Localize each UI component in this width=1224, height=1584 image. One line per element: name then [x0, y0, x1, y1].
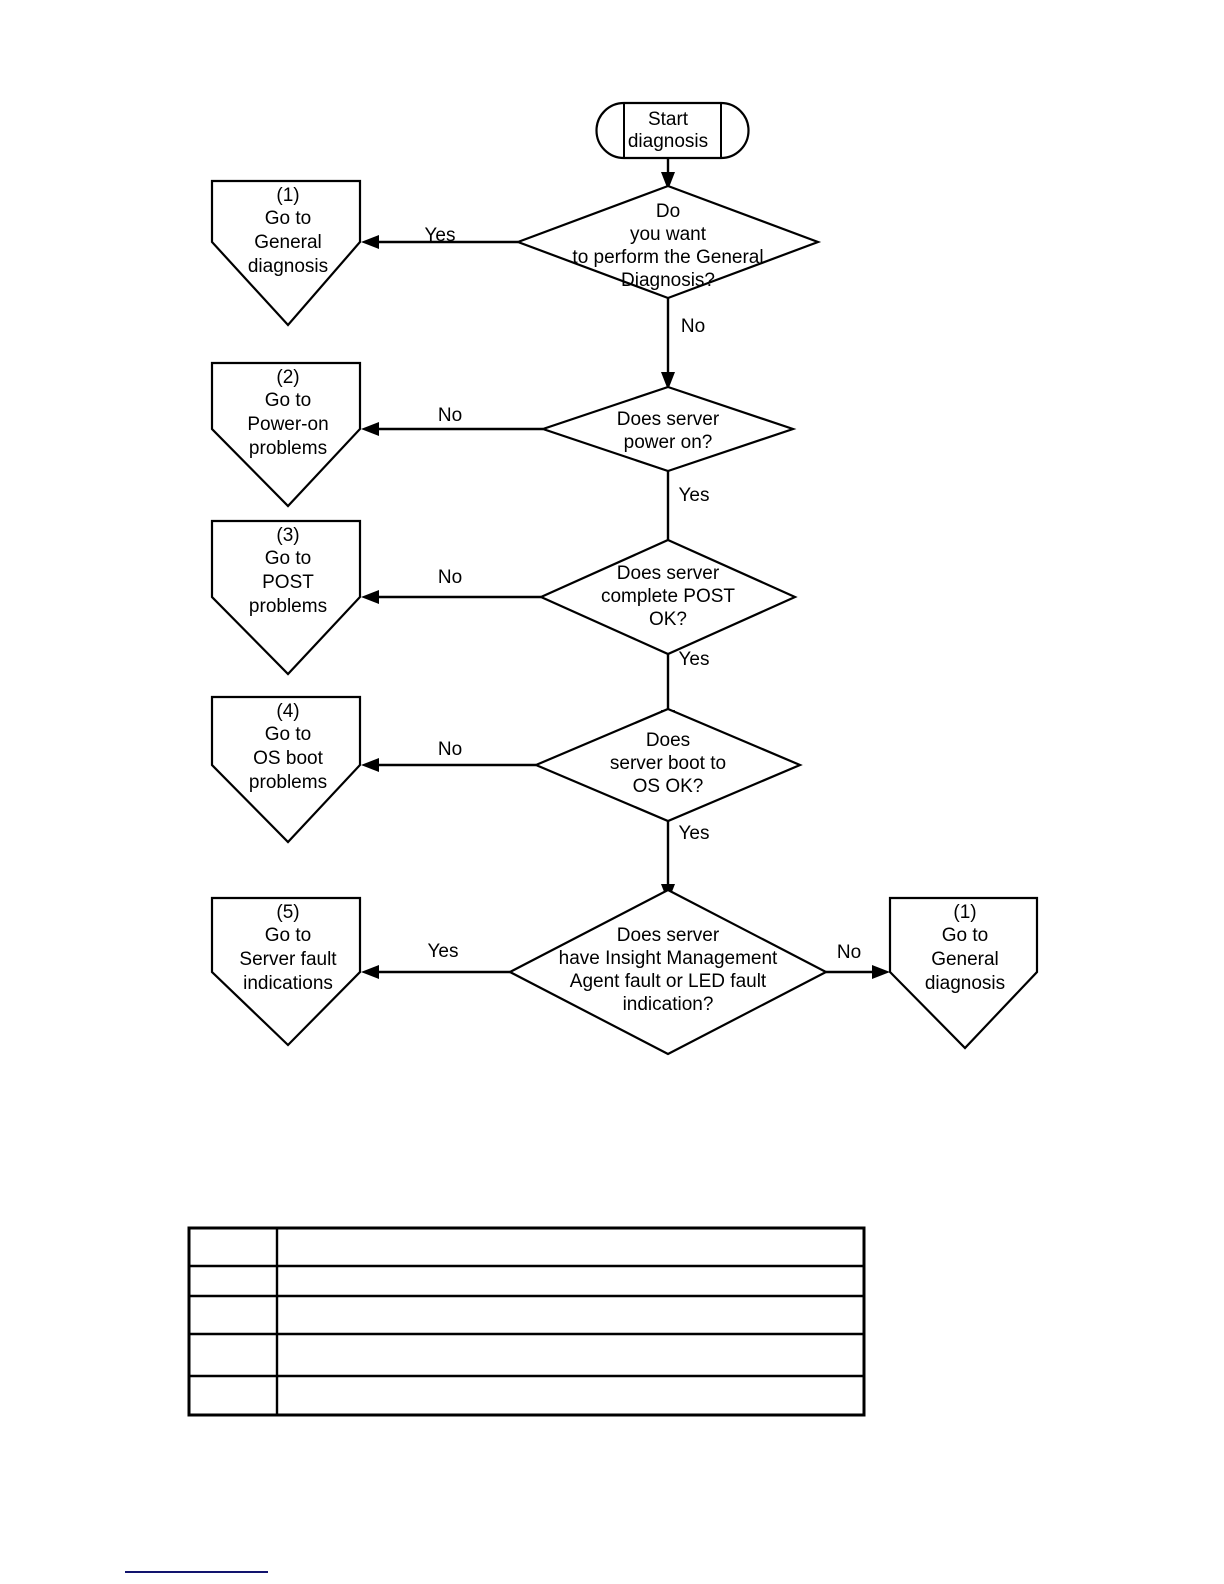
diamond-outline [507, 888, 829, 1056]
offpage-target-6[interactable]: (1) Go to General diagnosis [888, 896, 1039, 1050]
t2-line-2: Go to [265, 390, 311, 411]
edge-label-d4-yes: Yes [679, 823, 710, 844]
table-outer-border [187, 1226, 866, 1417]
decision-os-boot-ok[interactable]: Does server boot to OS OK? [533, 707, 803, 823]
decision-fault-indication[interactable]: Does server have Insight Management Agen… [507, 888, 829, 1056]
t3-line-4: problems [249, 596, 327, 617]
d3-line-2: complete POST [601, 586, 735, 607]
t5-line-1: (5) [276, 902, 299, 923]
edge-label-d3-no: No [438, 567, 462, 588]
edge-start-to-d1 [661, 158, 675, 190]
pentagon-outline [210, 179, 362, 327]
t2-line-3: Power-on [247, 414, 328, 435]
t4-line-2: Go to [265, 724, 311, 745]
t5-line-4: indications [243, 973, 333, 994]
offpage-target-4[interactable]: (4) Go to OS boot problems [210, 695, 362, 844]
edge-d5-no [826, 965, 890, 979]
edge-d5-yes [361, 965, 510, 979]
offpage-target-1[interactable]: (1) Go to General diagnosis [210, 179, 362, 327]
d3-line-3: OK? [649, 609, 687, 630]
decision-post-ok[interactable]: Does server complete POST OK? [538, 538, 798, 656]
legend-table[interactable] [187, 1226, 866, 1417]
t4-line-3: OS boot [253, 748, 323, 769]
edge-d1-no [661, 298, 675, 390]
d2-line-1: Does server [617, 409, 720, 430]
t1-line-4: diagnosis [248, 256, 328, 277]
pentagon-outline [210, 896, 362, 1047]
edge-d4-no [361, 758, 536, 772]
edge-label-d3-yes: Yes [679, 649, 710, 670]
d4-line-2: server boot to [610, 753, 726, 774]
d1-line-4: Diagnosis? [621, 270, 715, 291]
t1-line-1: (1) [276, 185, 299, 206]
t5-line-3: Server fault [239, 949, 337, 970]
t5-line-2: Go to [265, 925, 311, 946]
edge-label-d2-no: No [438, 405, 462, 426]
edge-label-d5-yes: Yes [428, 941, 459, 962]
footnote-separator-rule [125, 1571, 268, 1573]
pentagon-outline [210, 695, 362, 844]
d3-line-1: Does server [617, 563, 720, 584]
pentagon-outline [210, 361, 362, 508]
d1-line-3: to perform the General [572, 247, 763, 268]
edge-d1-yes [361, 235, 518, 249]
t1-line-2: Go to [265, 208, 311, 229]
edge-d2-no [361, 422, 543, 436]
pentagon-outline [210, 519, 362, 676]
offpage-target-5[interactable]: (5) Go to Server fault indications [210, 896, 362, 1047]
d5-line-2: have Insight Management [559, 948, 778, 969]
t6-line-4: diagnosis [925, 973, 1005, 994]
start-line-2: diagnosis [628, 131, 708, 152]
start-line-1: Start [648, 109, 689, 130]
t3-line-2: Go to [265, 548, 311, 569]
t2-line-1: (2) [276, 367, 299, 388]
t3-line-1: (3) [276, 525, 299, 546]
edge-d3-no [361, 590, 541, 604]
offpage-target-3[interactable]: (3) Go to POST problems [210, 519, 362, 676]
decision-server-power-on[interactable]: Does server power on? [539, 385, 797, 473]
t6-line-2: Go to [942, 925, 988, 946]
edge-label-d4-no: No [438, 739, 462, 760]
d5-line-4: indication? [623, 994, 714, 1015]
t6-line-3: General [931, 949, 999, 970]
t1-line-3: General [254, 232, 322, 253]
edge-label-d5-no: No [837, 942, 861, 963]
d5-line-1: Does server [617, 925, 720, 946]
t2-line-4: problems [249, 438, 327, 459]
t4-line-1: (4) [276, 701, 299, 722]
offpage-target-2[interactable]: (2) Go to Power-on problems [210, 361, 362, 508]
d4-line-1: Does [646, 730, 690, 751]
edge-label-d1-no: No [681, 316, 705, 337]
decision-general-diagnosis[interactable]: Do you want to perform the General Diagn… [514, 184, 822, 300]
pentagon-outline [888, 896, 1039, 1050]
t3-line-3: POST [262, 572, 314, 593]
d4-line-3: OS OK? [633, 776, 704, 797]
start-diagnosis-node[interactable]: Start diagnosis [595, 101, 750, 160]
d1-line-1: Do [656, 201, 680, 222]
t4-line-4: problems [249, 772, 327, 793]
edge-label-d1-yes: Yes [425, 225, 456, 246]
d5-line-3: Agent fault or LED fault [570, 971, 767, 992]
edge-label-d2-yes: Yes [679, 485, 710, 506]
d1-line-2: you want [630, 224, 707, 245]
d2-line-2: power on? [624, 432, 713, 453]
t6-line-1: (1) [953, 902, 976, 923]
